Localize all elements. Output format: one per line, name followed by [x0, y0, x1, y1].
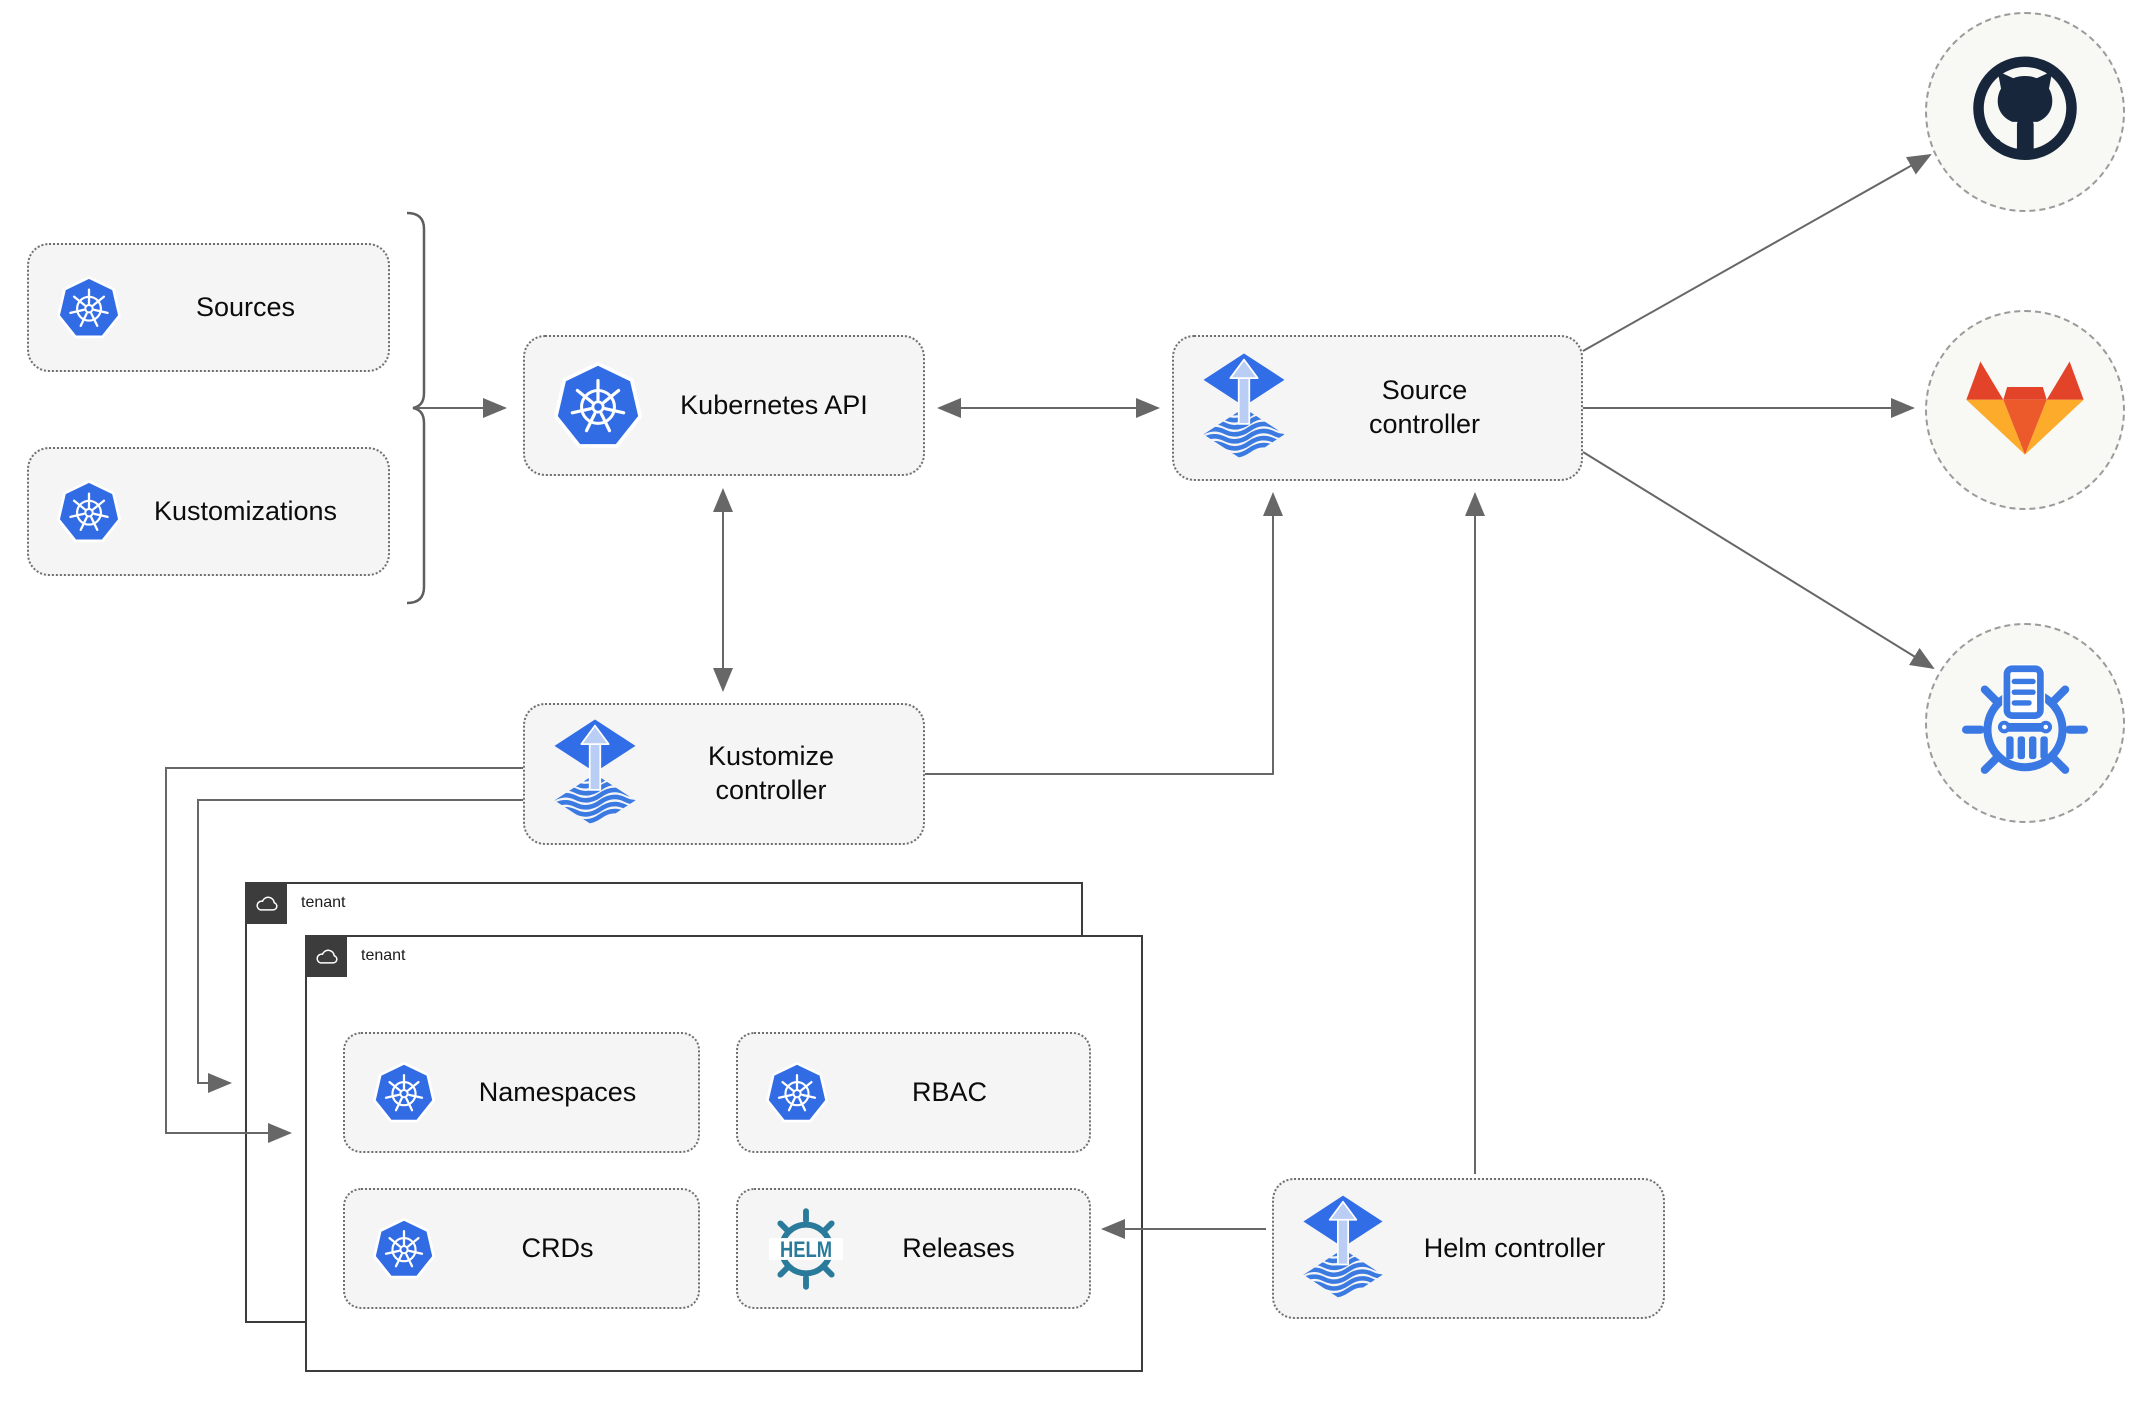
- external-github: [1925, 12, 2125, 212]
- node-kustomizations: Kustomizations: [27, 447, 390, 576]
- edge-source-github: [1582, 154, 1932, 352]
- node-label: Helm controller: [1423, 1232, 1606, 1263]
- github-icon: [1963, 50, 2087, 174]
- kubernetes-icon: [371, 1060, 437, 1126]
- tenant-label: tenant: [301, 894, 346, 911]
- chartmuseum-icon: [1958, 656, 2092, 790]
- node-label: Source controller: [1368, 375, 1481, 439]
- flux-icon: [1200, 353, 1288, 463]
- kubernetes-icon: [764, 1060, 830, 1126]
- flux-icon: [1300, 1195, 1386, 1303]
- node-label: Kustomize controller: [707, 741, 835, 805]
- edge-kustomize-source: [925, 492, 1283, 775]
- cloud-icon: [313, 946, 340, 967]
- node-crds: CRDs: [343, 1188, 700, 1309]
- kubernetes-icon: [55, 478, 123, 546]
- node-label: Namespaces: [478, 1076, 637, 1107]
- external-gitlab: [1925, 310, 2125, 510]
- kubernetes-icon: [551, 359, 645, 453]
- external-helm-chart-repository: [1925, 623, 2125, 823]
- node-source-controller: Source controller: [1172, 335, 1583, 481]
- helm-icon: [764, 1207, 848, 1291]
- gitlab-icon: [1961, 359, 2089, 461]
- node-label: Sources: [195, 291, 296, 322]
- node-kustomize-controller: Kustomize controller: [523, 703, 925, 845]
- kubernetes-icon: [55, 274, 123, 342]
- edge-source-chartrepo: [1582, 451, 1935, 670]
- cloud-icon: [253, 893, 280, 914]
- node-label: Kubernetes API: [680, 389, 868, 420]
- node-releases: Releases: [736, 1188, 1091, 1309]
- node-namespaces: Namespaces: [343, 1032, 700, 1153]
- node-rbac: RBAC: [736, 1032, 1091, 1153]
- node-helm-controller: Helm controller: [1272, 1178, 1665, 1319]
- node-label: Releases: [902, 1232, 1015, 1263]
- node-label: RBAC: [911, 1076, 987, 1107]
- node-sources: Sources: [27, 243, 390, 372]
- tenant-label: tenant: [361, 947, 406, 964]
- flux-icon: [551, 719, 639, 829]
- kubernetes-icon: [371, 1216, 437, 1282]
- node-kubernetes-api: Kubernetes API: [523, 335, 925, 476]
- node-label: Kustomizations: [153, 495, 338, 526]
- node-label: CRDs: [521, 1232, 594, 1263]
- tenant-header: [245, 882, 287, 924]
- tenant-header: [305, 935, 347, 977]
- group-bracket: [406, 211, 426, 605]
